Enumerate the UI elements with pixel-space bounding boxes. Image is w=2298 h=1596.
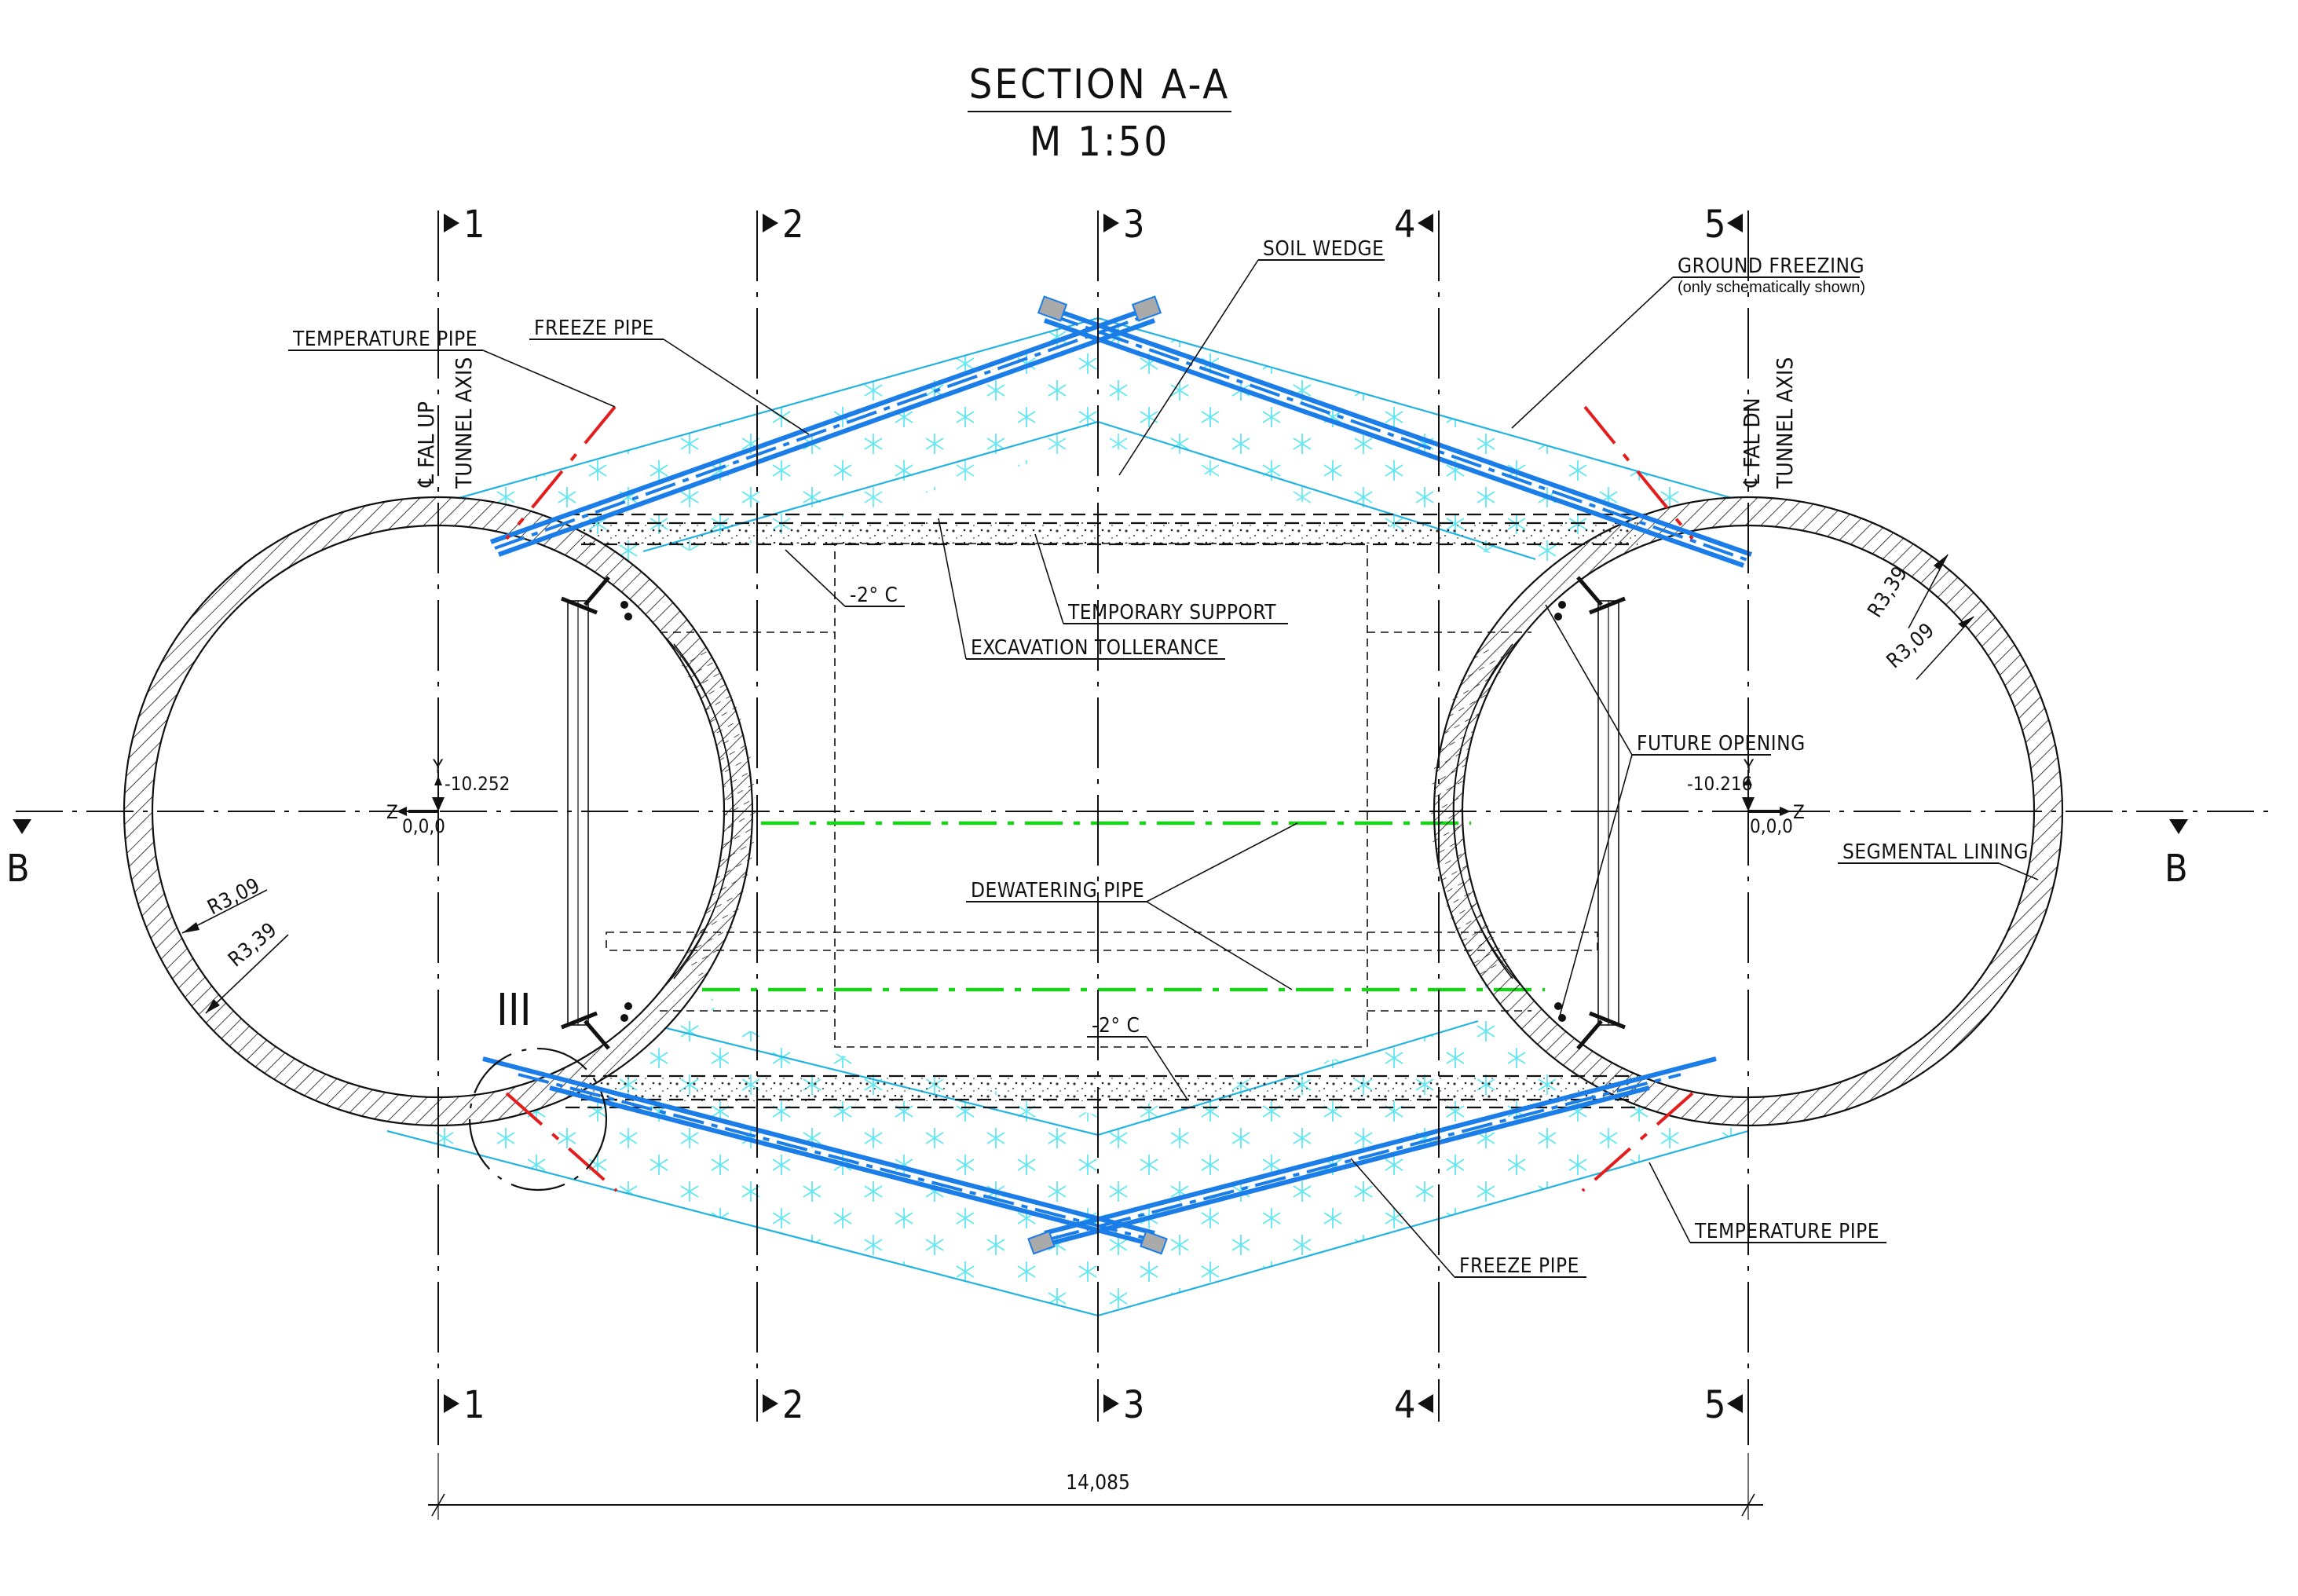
section-marker-2-top[interactable]: 2 [763,203,803,247]
svg-text:Y: Y [432,756,444,778]
drawing-title: SECTION A-A M 1:50 [968,61,1231,166]
svg-text:TEMPERATURE PIPE: TEMPERATURE PIPE [292,328,478,351]
svg-text:℄ FAL DN: ℄ FAL DN [1739,397,1765,488]
callout-dewatering-pipe: DEWATERING PIPE [966,822,1298,990]
origin-left: Y Z -10.252 0,0,0 [386,756,510,844]
callout-temperature-pipe-bottom: TEMPERATURE PIPE [1648,1162,1886,1243]
svg-text:B: B [2164,847,2188,891]
svg-text:3: 3 [1123,203,1144,247]
svg-text:TEMPERATURE PIPE: TEMPERATURE PIPE [1694,1220,1879,1243]
callout-future-opening: FUTURE OPENING [1545,604,1806,1019]
svg-text:R3,39: R3,39 [224,918,282,972]
svg-text:(only schematically shown): (only schematically shown) [1678,279,1865,296]
svg-text:Z: Z [1793,801,1805,823]
svg-text:R3,09: R3,09 [204,873,265,920]
svg-text:R3,09: R3,09 [1883,619,1940,674]
freeze-pipes-top [489,295,1752,568]
svg-text:2: 2 [782,1383,803,1427]
callout-ground-freezing: GROUND FREEZING (only schematically show… [1511,254,1865,429]
ground-freezing-zone [387,318,1748,1316]
section-markers-top: 1 2 3 4 5 [444,203,1743,247]
origin-right: Y Z -10.216 0,0,0 [1687,756,1805,844]
callout-freeze-pipe-bottom: FREEZE PIPE [1350,1158,1586,1278]
tunnel-axis-label-left: ℄ FAL UP TUNNEL AXIS [413,357,477,489]
svg-text:SEGMENTAL LINING: SEGMENTAL LINING [1842,840,2029,864]
svg-text:2: 2 [782,203,803,247]
callout-excavation-tolerance: EXCAVATION TOLLERANCE [938,518,1225,660]
section-marker-1-bottom[interactable]: 1 [444,1383,485,1427]
svg-text:Y: Y [1743,756,1755,778]
svg-text:3: 3 [1123,1383,1144,1427]
section-marker-4-bottom[interactable]: 4 [1394,1383,1433,1427]
callout-temp-minus2-bottom: -2° C [1087,1014,1188,1100]
callout-temporary-support: TEMPORARY SUPPORT [1034,533,1288,624]
svg-text:-2° C: -2° C [850,584,898,607]
callout-segmental-lining: SEGMENTAL LINING [1838,840,2039,880]
overall-width-dimension: 14,085 [428,1453,1763,1520]
section-marker-4-top[interactable]: 4 [1394,203,1433,247]
svg-text:0,0,0: 0,0,0 [402,815,445,837]
svg-text:-10.216: -10.216 [1687,773,1752,795]
tunnel-axis-label-right: ℄ FAL DN TUNNEL AXIS [1739,357,1798,489]
section-marker-3-bottom[interactable]: 3 [1103,1383,1144,1427]
svg-text:EXCAVATION TOLLERANCE: EXCAVATION TOLLERANCE [971,636,1219,660]
callout-temp-minus2-top: -2° C [785,549,905,607]
temperature-pipes [505,405,1694,1192]
svg-text:0,0,0: 0,0,0 [1750,815,1793,837]
svg-text:-10.252: -10.252 [445,773,510,795]
section-marker-3-top[interactable]: 3 [1103,203,1144,247]
section-marker-5-bottom[interactable]: 5 [1704,1383,1743,1427]
detail-iii-marker: III [496,985,532,1036]
freeze-pipes-bottom [482,1056,1717,1255]
section-marker-2-bottom[interactable]: 2 [763,1383,803,1427]
svg-text:℄ FAL UP: ℄ FAL UP [413,401,439,488]
callout-temperature-pipe-top: TEMPERATURE PIPE [288,328,616,408]
svg-text:4: 4 [1394,203,1415,247]
svg-text:4: 4 [1394,1383,1415,1427]
section-marker-5-top[interactable]: 5 [1704,203,1743,247]
svg-text:SOIL WEDGE: SOIL WEDGE [1263,237,1384,261]
svg-text:III: III [496,985,532,1036]
svg-text:5: 5 [1704,203,1725,247]
section-title: SECTION A-A [969,61,1231,108]
svg-text:GROUND FREEZING: GROUND FREEZING [1678,254,1864,278]
svg-text:1: 1 [463,203,485,247]
svg-text:TUNNEL AXIS: TUNNEL AXIS [451,357,477,489]
callout-soil-wedge: SOIL WEDGE [1118,237,1385,476]
svg-text:FUTURE OPENING: FUTURE OPENING [1637,732,1806,756]
svg-text:Z: Z [386,801,398,823]
svg-text:R3,39: R3,39 [1863,562,1912,622]
cross-passage-outline [606,543,1598,1048]
svg-text:FREEZE PIPE: FREEZE PIPE [534,317,654,340]
svg-text:1: 1 [463,1383,485,1427]
dewatering-pipes [702,821,1545,992]
detail-iii-circle[interactable] [468,1047,608,1192]
svg-text:5: 5 [1704,1383,1725,1427]
svg-text:DEWATERING PIPE: DEWATERING PIPE [971,879,1144,902]
svg-text:-2° C: -2° C [1092,1014,1140,1038]
section-marker-1-top[interactable]: 1 [444,203,485,247]
section-markers-bottom: 1 2 3 4 5 [444,1383,1743,1427]
svg-text:FREEZE PIPE: FREEZE PIPE [1459,1254,1579,1278]
scale-label: M 1:50 [1030,119,1169,166]
section-b-marker-right[interactable]: B [2164,819,2188,891]
svg-text:B: B [6,847,30,891]
callout-freeze-pipe-top: FREEZE PIPE [529,317,810,435]
svg-text:TEMPORARY SUPPORT: TEMPORARY SUPPORT [1067,601,1276,624]
section-b-marker-left[interactable]: B [6,819,31,891]
svg-text:TUNNEL AXIS: TUNNEL AXIS [1772,357,1798,489]
overall-width-value: 14,085 [1066,1471,1130,1495]
